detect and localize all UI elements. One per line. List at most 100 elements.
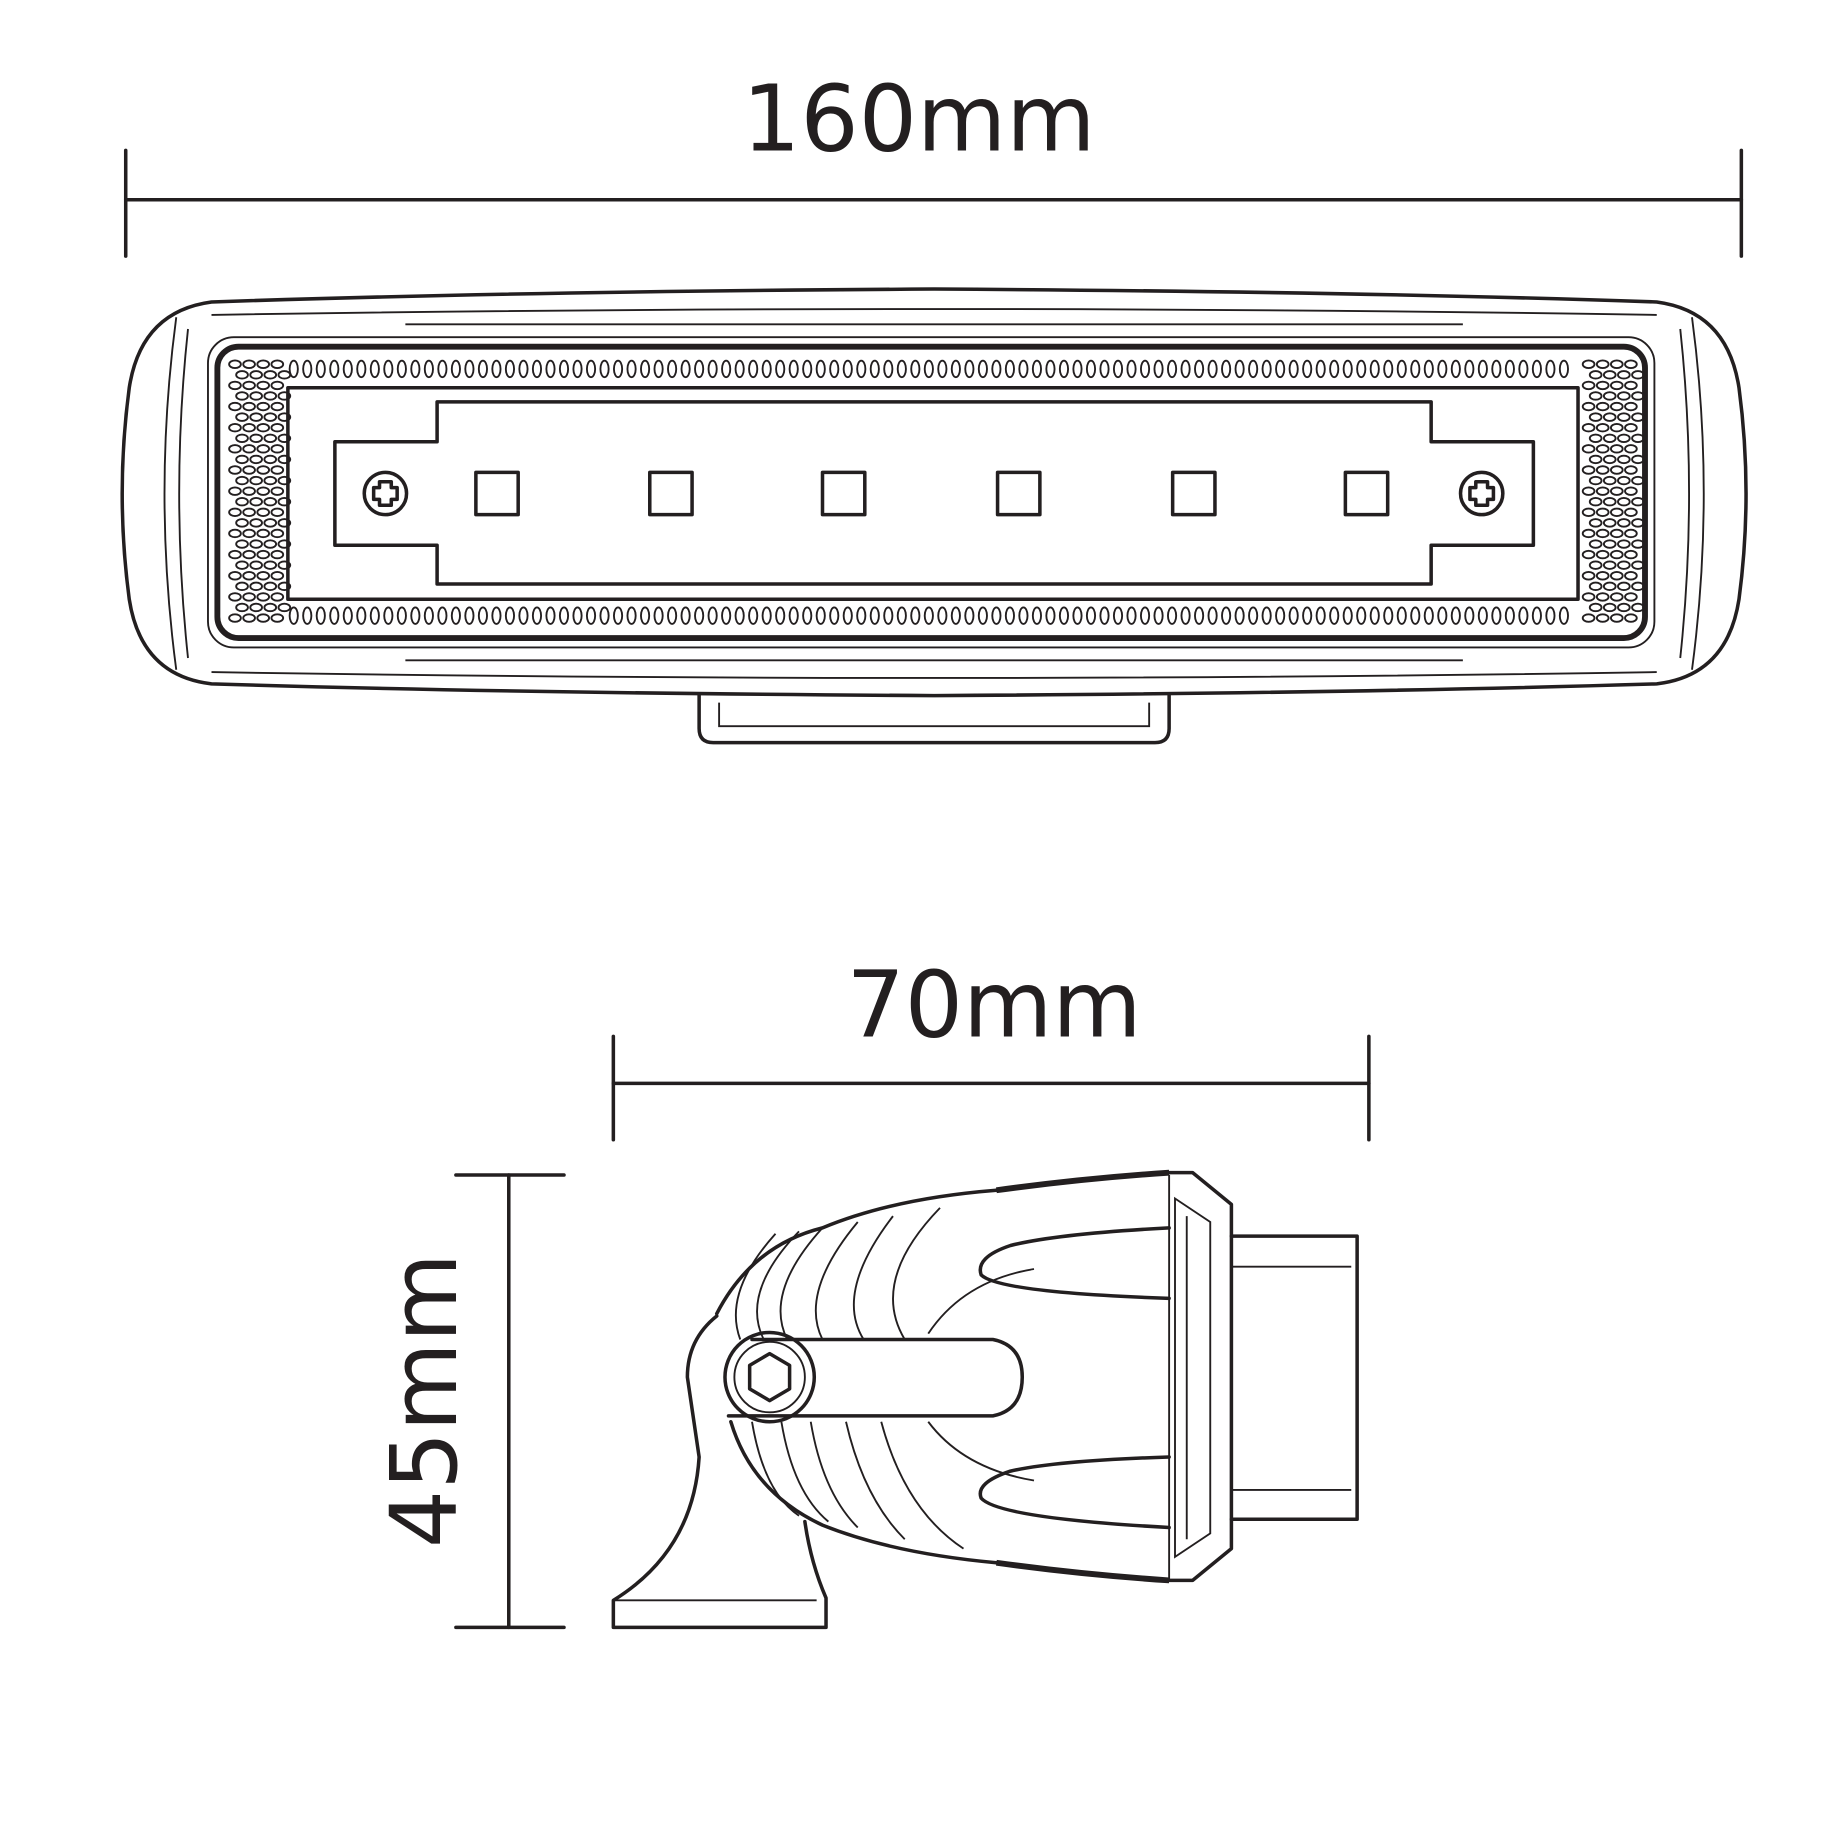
lens-dot: [1588, 370, 1603, 380]
height-label: 45mm: [371, 1253, 478, 1548]
lens-dot: [1221, 359, 1232, 379]
lens-dot: [1045, 606, 1056, 625]
lens-dot: [856, 606, 867, 625]
lens-dot: [1631, 475, 1645, 486]
lens-dot: [450, 359, 461, 379]
lens-dot: [270, 528, 285, 539]
lens-dot: [1423, 359, 1434, 379]
lens-dot: [1031, 359, 1042, 379]
lens-dot: [1248, 359, 1259, 379]
lens-dot: [1558, 359, 1569, 379]
lens-dot: [1624, 422, 1638, 433]
lens-dot: [437, 606, 448, 625]
lens-dot: [1207, 606, 1218, 625]
lens-dot: [1058, 359, 1070, 379]
lens-dot: [775, 359, 786, 379]
lens-dot: [263, 475, 278, 486]
lens-dot: [829, 359, 840, 379]
lens-dot: [761, 359, 772, 379]
lens-dot: [1602, 518, 1617, 528]
lens-dot: [531, 606, 543, 625]
lens-dot: [228, 486, 242, 496]
lens-dot: [242, 571, 256, 581]
lens-dot: [694, 606, 705, 625]
lens-dot: [937, 606, 948, 625]
lens-dot: [242, 613, 256, 623]
lens-dot: [896, 359, 907, 379]
lens-dot: [721, 606, 732, 625]
lens-dot: [1609, 549, 1624, 560]
front-view: [120, 287, 1748, 745]
lens-dot: [1072, 359, 1083, 379]
lens-dot: [235, 475, 249, 486]
lens-dot: [242, 401, 256, 412]
lens-dot: [640, 359, 651, 379]
lens-dot: [242, 444, 256, 454]
lens-dot: [869, 606, 880, 625]
led-chip: [820, 470, 867, 517]
lens-dot: [302, 359, 313, 379]
lens-dot: [242, 592, 256, 602]
lens-dot: [815, 359, 826, 379]
lens-dot: [1288, 606, 1299, 625]
lens-dot: [1581, 571, 1596, 581]
lens-dot: [263, 539, 278, 549]
lens-dot: [1631, 370, 1645, 380]
lens-dot: [531, 359, 543, 379]
lens-dot: [1450, 606, 1461, 625]
lens-dot: [270, 549, 285, 560]
lens-dot: [1383, 359, 1394, 379]
lens-dot: [228, 549, 242, 560]
lens-dot: [228, 507, 242, 517]
lens-dot: [1004, 359, 1015, 379]
lens-dot: [1631, 497, 1645, 507]
lens-dot: [256, 422, 271, 433]
lens-dot: [1004, 606, 1015, 625]
lens-dot: [410, 359, 421, 379]
lens-dot: [356, 606, 367, 625]
lens-dot: [410, 606, 421, 625]
lens-dot: [1595, 528, 1610, 539]
lens-dot: [1531, 606, 1542, 625]
lens-dot: [1595, 486, 1610, 496]
lens-dot: [1221, 606, 1232, 625]
lens-dot: [249, 539, 263, 549]
lens-dot: [249, 454, 263, 465]
lens-dot: [1617, 370, 1631, 380]
lens-dot: [228, 592, 242, 602]
lens-dot: [1624, 528, 1638, 539]
lens-dot: [1588, 581, 1603, 592]
lens-dot: [288, 606, 299, 625]
lens-dot: [1139, 359, 1151, 379]
led-chip: [474, 470, 520, 517]
lens-dot: [263, 370, 278, 380]
lens-dot: [1624, 401, 1638, 412]
lens-dot: [1602, 412, 1617, 422]
lens-dot: [228, 528, 242, 539]
lens-dot: [721, 359, 732, 379]
lens-dot: [1609, 444, 1624, 454]
lens-dot: [1531, 359, 1542, 379]
lens-dot: [572, 606, 583, 625]
lens-dot: [1464, 606, 1475, 625]
lens-dot: [1369, 606, 1380, 625]
lens-dot: [1609, 380, 1624, 391]
lens-dot: [1153, 359, 1164, 379]
lens-dot: [1588, 475, 1603, 486]
lens-dot: [263, 391, 278, 401]
lens-dot: [1153, 606, 1164, 625]
lens-dot: [249, 560, 263, 570]
lens-dot: [950, 606, 961, 625]
lens-dot: [612, 606, 624, 625]
lens-dot: [1356, 606, 1367, 625]
lens-dot: [680, 606, 691, 625]
lens-dot: [277, 391, 292, 401]
lens-dot: [1588, 454, 1603, 465]
lens-dot: [1248, 606, 1259, 625]
lens-dot: [1631, 581, 1645, 592]
lens-dot: [518, 359, 529, 379]
lens-dot: [256, 549, 271, 560]
lens-dot: [1624, 549, 1638, 560]
lens-dot: [1275, 606, 1286, 625]
lens-dot: [1609, 422, 1624, 433]
